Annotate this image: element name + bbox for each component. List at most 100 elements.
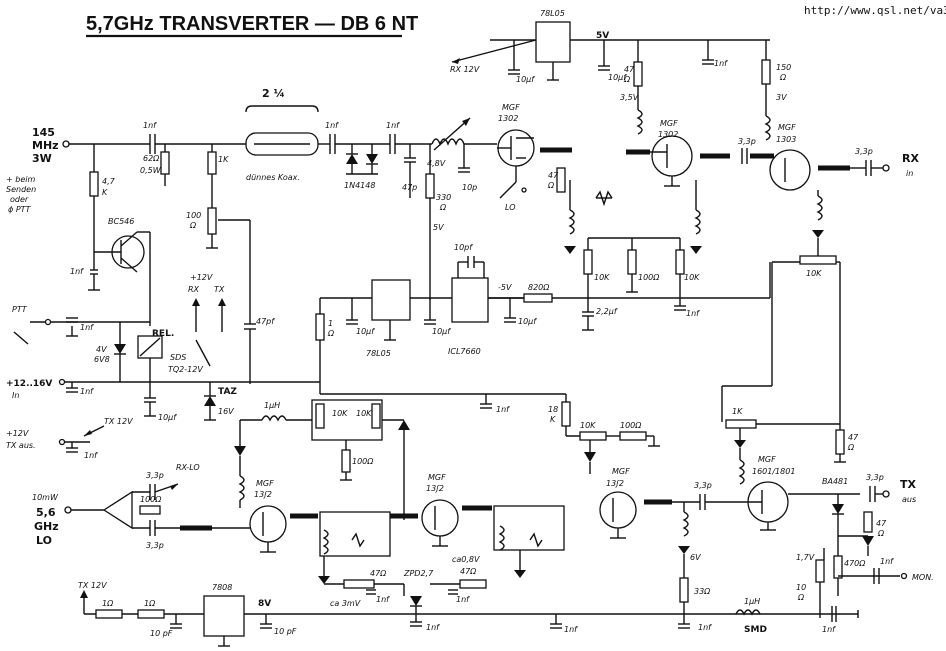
svg-text:ca 3mV: ca 3mV (330, 599, 361, 608)
gaasfet-mgf1302-b (651, 135, 693, 177)
svg-text:33Ω: 33Ω (694, 587, 711, 596)
svg-text:+ beim: + beim (6, 175, 35, 184)
svg-text:3V: 3V (776, 93, 787, 102)
supply-input-label: +12..16V (6, 379, 52, 389)
inverter-icl7660 (451, 277, 489, 323)
svg-text:10pf: 10pf (454, 243, 473, 252)
svg-text:1nf: 1nf (386, 121, 400, 130)
svg-text:10K: 10K (332, 409, 348, 418)
svg-text:Ω: Ω (797, 593, 805, 602)
svg-text:MHz: MHz (32, 139, 59, 152)
svg-text:K: K (102, 188, 108, 197)
svg-text:47Ω: 47Ω (460, 567, 477, 576)
svg-text:RX 12V: RX 12V (450, 65, 480, 74)
svg-text:1µH: 1µH (744, 597, 760, 606)
svg-text:1Ω: 1Ω (144, 599, 156, 608)
svg-text:47: 47 (848, 433, 859, 442)
svg-text:100: 100 (186, 211, 201, 220)
svg-text:1nf: 1nf (880, 557, 894, 566)
svg-text:1µH: 1µH (264, 401, 280, 410)
regulator-7808 (203, 595, 245, 637)
svg-text:BC546: BC546 (108, 217, 134, 226)
svg-text:1nf: 1nf (325, 121, 339, 130)
svg-text:ca0,8V: ca0,8V (452, 555, 480, 564)
svg-text:TX 12V: TX 12V (78, 581, 107, 590)
svg-text:Ω: Ω (439, 203, 447, 212)
svg-text:78L05: 78L05 (366, 349, 391, 358)
svg-text:3,3p: 3,3p (855, 147, 873, 156)
svg-text:3,5V: 3,5V (620, 93, 639, 102)
svg-text:100Ω: 100Ω (352, 457, 374, 466)
svg-text:aus: aus (902, 495, 916, 504)
svg-text:TX: TX (214, 285, 225, 294)
svg-text:1nf: 1nf (426, 623, 440, 632)
svg-text:3,3p: 3,3p (866, 473, 884, 482)
svg-text:RX-LO: RX-LO (176, 463, 200, 472)
svg-text:5V: 5V (433, 223, 444, 232)
svg-text:oder: oder (10, 195, 29, 204)
svg-text:Ω: Ω (779, 73, 787, 82)
svg-text:SDS: SDS (170, 353, 186, 362)
svg-text:in: in (906, 169, 913, 178)
svg-text:Ω: Ω (189, 221, 197, 230)
svg-text:4,8V: 4,8V (427, 159, 446, 168)
svg-text:2,2µf: 2,2µf (596, 307, 618, 316)
source-url: http://www.qsl.net/va3iul (804, 4, 946, 17)
svg-text:5,6: 5,6 (36, 506, 56, 519)
svg-text:1Ω: 1Ω (102, 599, 114, 608)
svg-text:1nf: 1nf (84, 451, 98, 460)
tx-aus-label: +12V (6, 429, 29, 438)
svg-text:-5V: -5V (498, 283, 512, 292)
svg-text:Ω: Ω (547, 181, 555, 190)
svg-text:1nf: 1nf (714, 59, 728, 68)
coax-length-label: 2 ¼ (262, 87, 285, 100)
svg-text:4,7: 4,7 (102, 177, 116, 186)
svg-text:7808: 7808 (212, 583, 232, 592)
svg-text:1303: 1303 (776, 135, 796, 144)
svg-text:100Ω: 100Ω (638, 273, 660, 282)
tx-out-port: TX (900, 478, 917, 491)
schematic-title: 5,7GHz TRANSVERTER — DB 6 NT (86, 13, 418, 35)
svg-text:150: 150 (776, 63, 791, 72)
svg-text:MGF: MGF (660, 119, 678, 128)
svg-text:1,7V: 1,7V (796, 553, 815, 562)
svg-text:47: 47 (624, 65, 635, 74)
resistor-62 (160, 151, 170, 175)
svg-text:Ω: Ω (327, 329, 335, 338)
svg-text:TX aus.: TX aus. (6, 441, 36, 450)
svg-text:1nf: 1nf (376, 595, 390, 604)
svg-text:MGF: MGF (778, 123, 796, 132)
svg-text:ZPD2,7: ZPD2,7 (403, 569, 434, 578)
svg-text:1nf: 1nf (686, 309, 700, 318)
svg-text:10: 10 (796, 583, 806, 592)
svg-text:13ʃ2: 13ʃ2 (426, 484, 444, 493)
svg-text:REL.: REL. (152, 329, 174, 339)
rx-in-port: RX (902, 152, 919, 165)
svg-text:10 pF: 10 pF (150, 629, 173, 638)
svg-text:ϕ PTT: ϕ PTT (8, 205, 32, 214)
svg-text:1nf: 1nf (80, 323, 94, 332)
svg-text:145: 145 (32, 126, 55, 139)
svg-text:47: 47 (876, 519, 887, 528)
svg-text:1K: 1K (732, 407, 743, 416)
svg-text:47Ω: 47Ω (370, 569, 387, 578)
svg-text:BA481: BA481 (822, 477, 848, 486)
svg-text:13ʃ2: 13ʃ2 (254, 490, 272, 499)
svg-text:10µf: 10µf (518, 317, 537, 326)
gaasfet-mgf13x2-d (421, 499, 459, 537)
gaasfet-mgf1303 (769, 149, 811, 191)
svg-text:0,5W: 0,5W (140, 166, 162, 175)
svg-text:TX 12V: TX 12V (104, 417, 133, 426)
svg-text:5V: 5V (596, 31, 609, 41)
svg-text:MGF: MGF (612, 467, 630, 476)
monitor-output: MON. (912, 573, 934, 582)
svg-text:6V: 6V (690, 553, 701, 562)
svg-text:GHz: GHz (34, 520, 59, 533)
svg-text:RX: RX (188, 285, 200, 294)
svg-text:3W: 3W (32, 152, 52, 165)
svg-text:13ʃ2: 13ʃ2 (606, 479, 624, 488)
svg-text:MGF: MGF (758, 455, 776, 464)
svg-text:dünnes Koax.: dünnes Koax. (246, 173, 300, 182)
svg-text:78L05: 78L05 (540, 9, 565, 18)
